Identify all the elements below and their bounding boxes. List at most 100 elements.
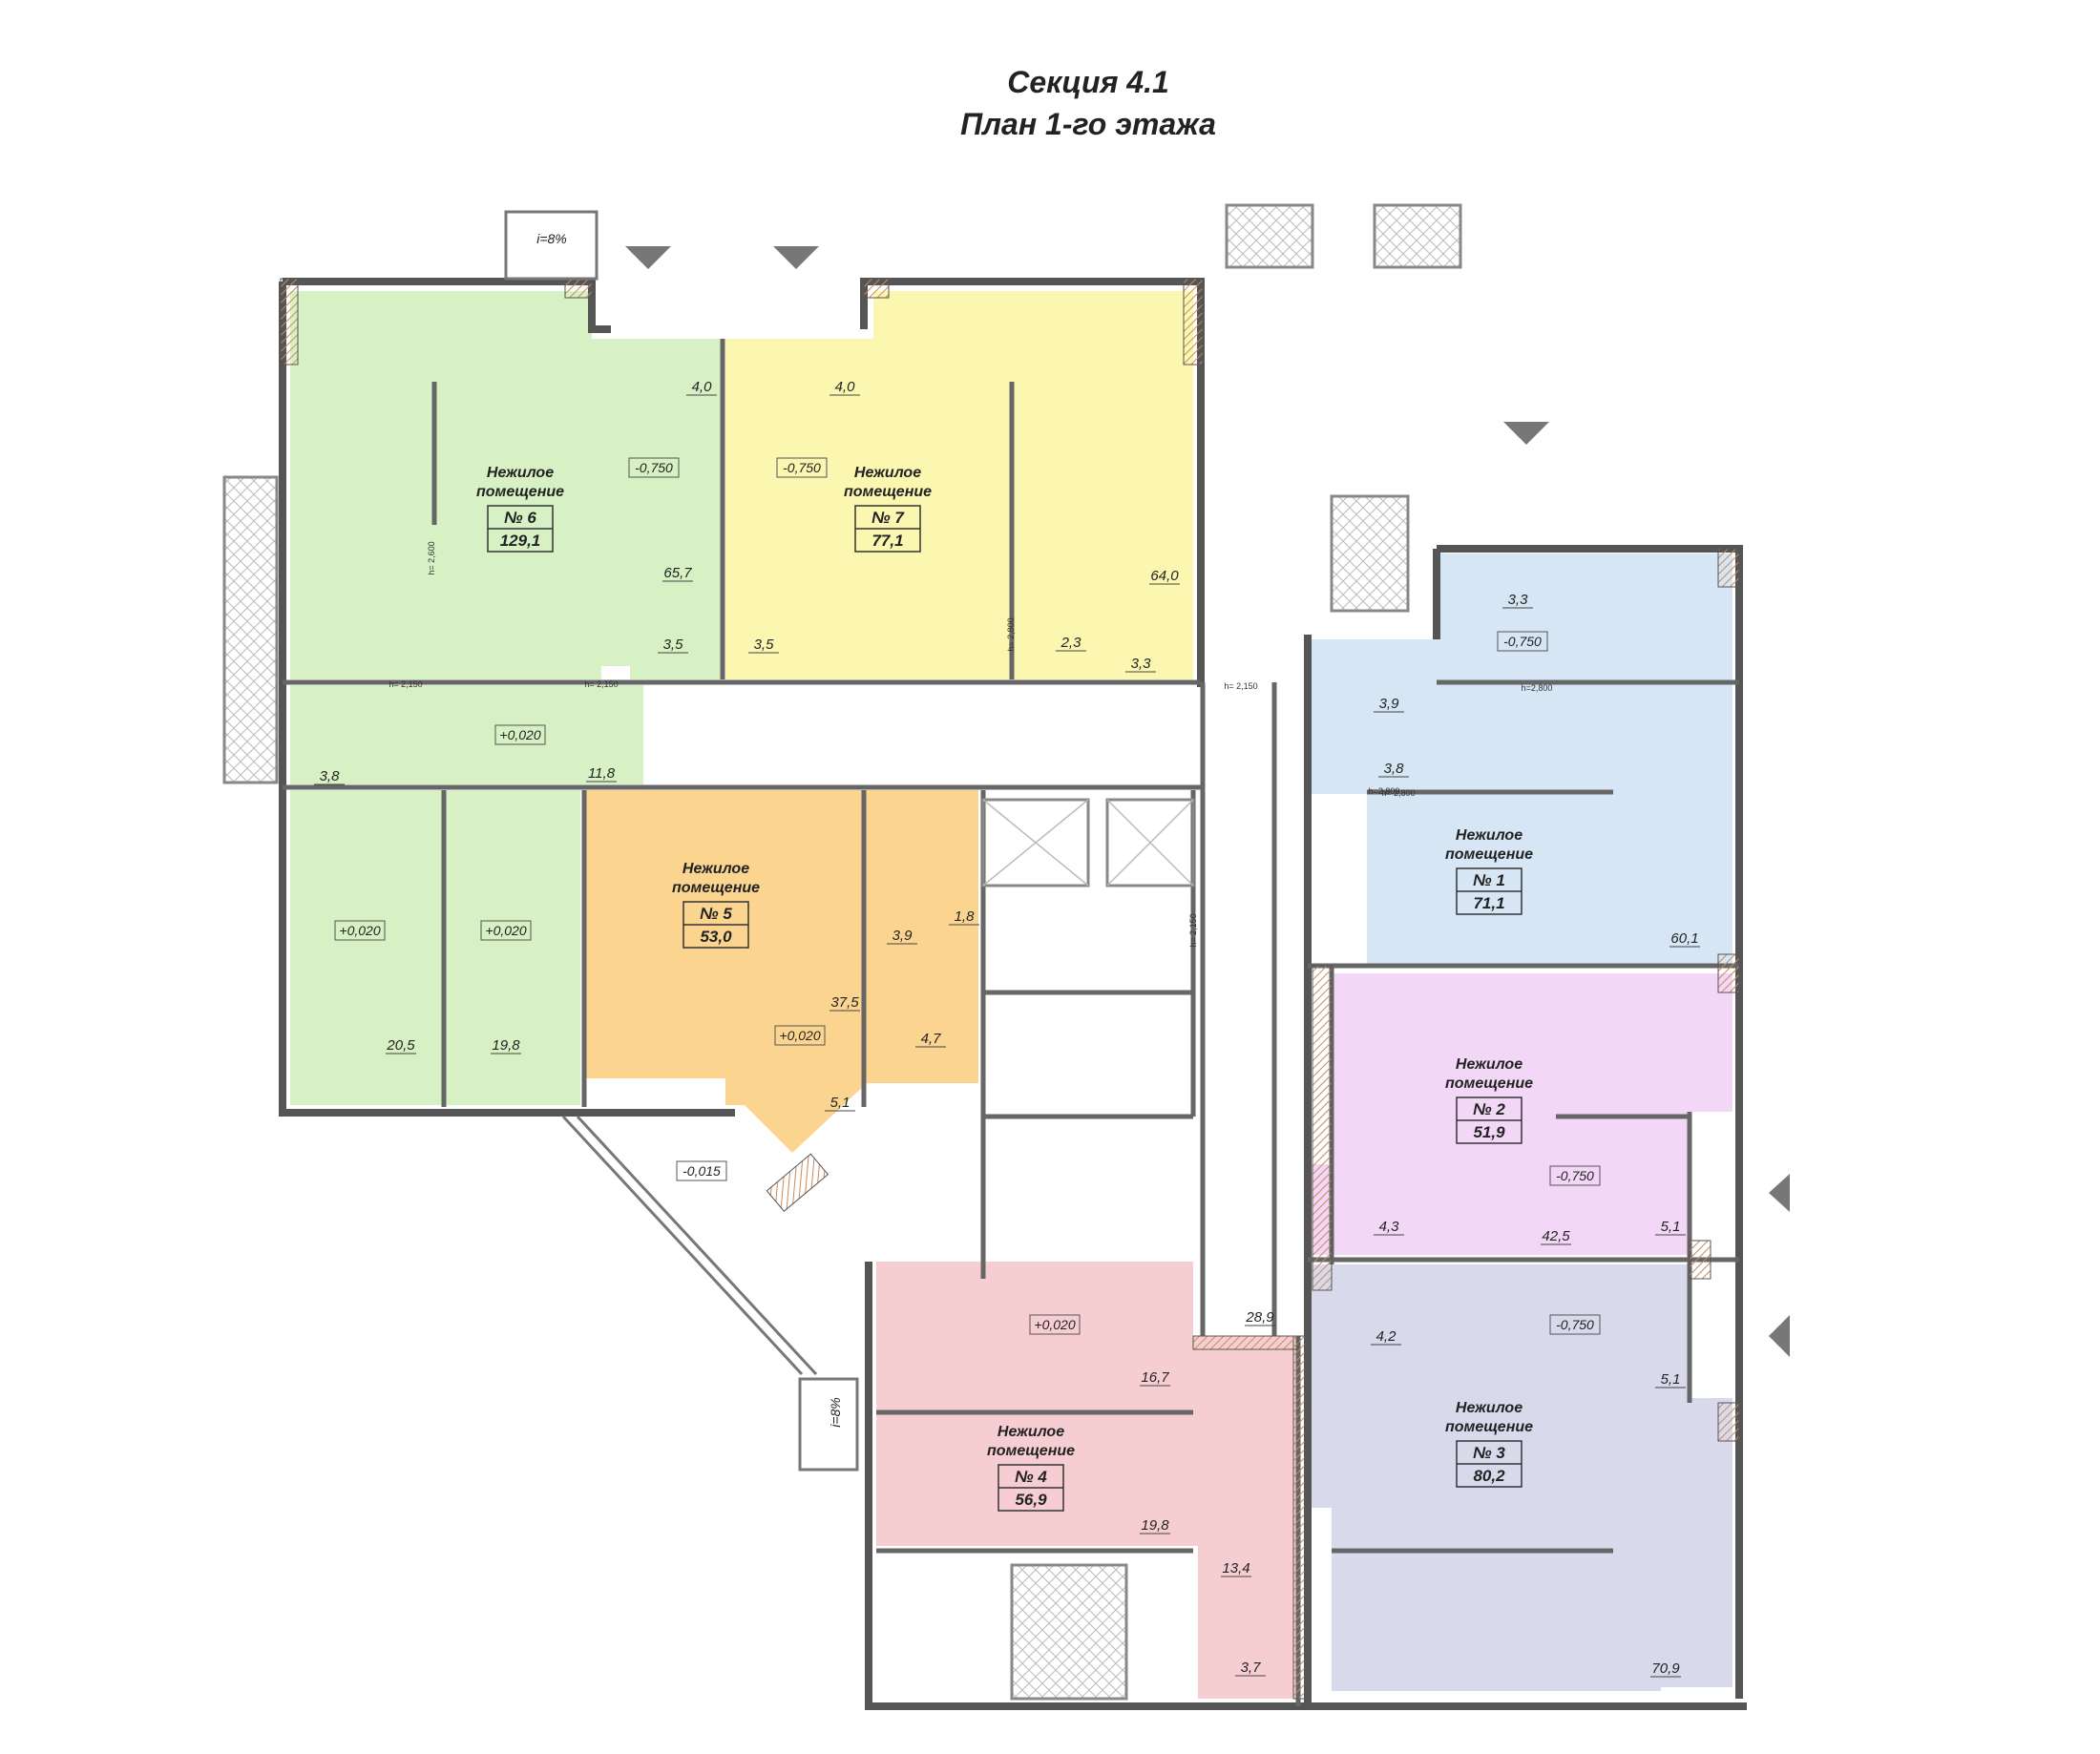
level-mark-box [774,1025,826,1046]
premise-number: № 7 [872,509,905,527]
room-area-label: 42,5 [1542,1228,1570,1244]
premise-number: № 3 [1473,1444,1505,1462]
premise-area: 51,9 [1473,1123,1505,1141]
premise-area: 53,0 [700,928,732,946]
room-area-label: 19,8 [492,1037,520,1054]
level-mark: -0,750 [1503,634,1542,649]
premise-area: 80,2 [1473,1467,1505,1485]
premise-number: № 5 [700,905,732,923]
room-1-fill [1308,553,1732,964]
level-mark: -0,750 [1556,1317,1594,1332]
premise-caption: помещение [1445,1419,1533,1435]
room-area-label: 5,1 [830,1095,850,1111]
ceiling-height-label: h= 2,150 [584,679,618,689]
level-mark-box [776,457,828,478]
premise-caption: Нежилое [1456,1056,1522,1073]
level-mark: -0,750 [635,460,673,475]
room-area-label: 2,3 [1060,635,1082,651]
room-area-label: 19,8 [1141,1517,1169,1534]
level-mark-box [1029,1314,1081,1335]
room-area-label: 3,5 [754,637,775,653]
ramp-labels: i=8%i=8% [536,231,843,1428]
premise-caption: Нежилое [1456,827,1522,844]
ceiling-height-label: h= 2,800 [1006,617,1016,651]
ceiling-height-label: h= 2,150 [1224,681,1257,691]
premise-caption: Нежилое [854,465,921,481]
room-4-fill [876,1262,1298,1699]
room-2-fill [1306,973,1732,1255]
room-area-label: 3,9 [892,928,914,944]
premise-number: № 6 [504,509,536,527]
entrance-arrow-icon [1769,1174,1790,1212]
room-area-label: 37,5 [830,994,859,1011]
ceiling-height-label: h= 2,600 [427,541,436,574]
level-mark: -0,015 [682,1163,721,1179]
room-area-label: 70,9 [1651,1660,1680,1677]
entrance-arrow-icon [625,246,671,269]
premise-number: № 4 [1015,1468,1047,1486]
floor-plan-title: План 1-го этажа [960,107,1216,141]
premise-area: 129,1 [500,532,541,550]
room-3-fill [1306,1264,1732,1691]
room-area-label: 5,1 [1661,1371,1681,1388]
premise-caption: помещение [672,880,760,896]
room-area-label: 1,8 [955,908,976,925]
entrance-arrow-icon [1769,1315,1790,1357]
ceiling-height-label: h= 2,800 [1381,788,1415,798]
ceiling-height-label: h=2,800 [1522,683,1553,693]
level-mark: +0,020 [779,1028,820,1043]
room-area-label: 60,1 [1670,930,1698,947]
room-area-label: 65,7 [663,565,692,581]
level-mark: +0,020 [499,727,540,742]
premise-caption: Нежилое [998,1424,1064,1440]
premise-area: 71,1 [1473,894,1504,912]
room-6-fill-lower [290,685,643,784]
ramp-slope-label: i=8% [536,231,567,246]
room-6-fill [290,291,721,679]
hatched-walls [280,278,1740,1700]
room-area-label: 3,3 [1131,656,1152,672]
premise-area: 56,9 [1015,1491,1047,1509]
premise-number: № 1 [1473,871,1505,889]
entrance-arrow-icon [773,246,819,269]
room-fills [290,291,1732,1699]
room-area-label: 5,1 [1661,1219,1681,1235]
level-mark-box [480,920,532,941]
level-mark-box [1549,1314,1601,1335]
level-mark-box [494,724,546,745]
room-area-label: 3,8 [1384,761,1405,777]
room-area-label: 16,7 [1141,1369,1169,1386]
room-area-label: 3,5 [663,637,684,653]
premise-caption: помещение [844,484,932,500]
premise-area: 77,1 [872,532,903,550]
section-title: Секция 4.1 [1007,65,1169,99]
room-7-fill [725,291,1193,679]
room-area-label: 11,8 [588,765,616,782]
premise-number: № 2 [1473,1100,1505,1118]
room-area-label: 3,7 [1241,1660,1262,1676]
room-area-label: 13,4 [1222,1560,1250,1577]
room-6-fill-bottom [290,790,580,1105]
inner-walls [283,339,1739,1706]
level-mark: +0,020 [1034,1317,1075,1332]
room-area-label: 4,3 [1379,1219,1400,1235]
room-area-label: 20,5 [386,1037,415,1054]
level-mark-box [1497,631,1548,652]
lobby-structures [222,203,1462,1701]
level-mark: +0,020 [339,923,380,938]
entrance-arrow-icon [1503,422,1549,445]
premise-caption: помещение [987,1443,1075,1459]
ceiling-height-label: h= 2,150 [1188,913,1198,947]
room-5-fill [584,790,978,1153]
level-mark-box [334,920,386,941]
ceiling-height-label: h=2,800 [1369,786,1400,796]
room-area-label: 4,2 [1376,1328,1397,1345]
room-area-label: 3,8 [320,768,341,784]
room-area-label: 64,0 [1150,568,1179,584]
level-mark-box [676,1160,727,1181]
level-mark: -0,750 [783,460,821,475]
